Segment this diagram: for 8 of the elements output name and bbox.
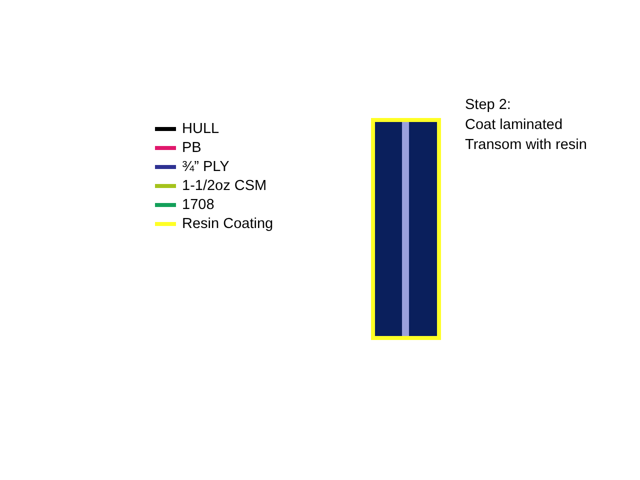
legend-label: 1-1/2oz CSM bbox=[182, 178, 267, 194]
legend-label: HULL bbox=[182, 120, 220, 136]
legend-label: PB bbox=[182, 140, 202, 156]
legend-label: ¾” PLY bbox=[182, 158, 230, 174]
legend-label: Resin Coating bbox=[182, 216, 274, 232]
legend-label: 1708 bbox=[182, 196, 214, 212]
step-heading: Step 2: bbox=[465, 96, 511, 115]
step-description: Coat laminated Transom with resin bbox=[465, 116, 588, 155]
